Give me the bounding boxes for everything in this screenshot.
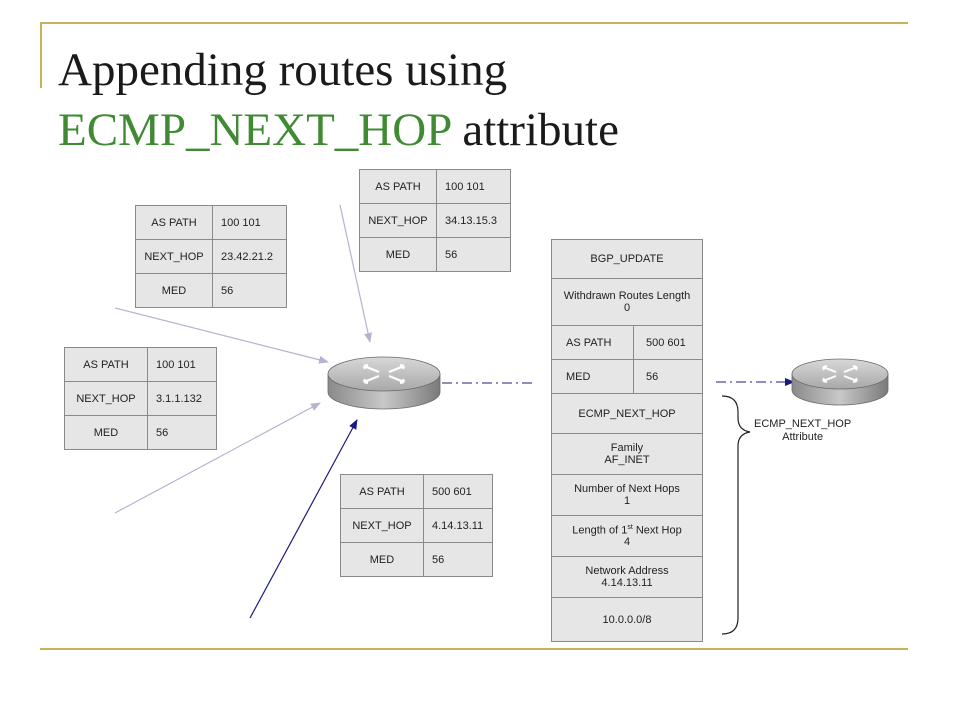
- arrow-from-t4: [249, 419, 358, 619]
- as-path-value: 100 101: [147, 347, 217, 382]
- as-path-value: 500 601: [423, 474, 493, 509]
- ecmp-attribute-annotation: ECMP_NEXT_HOP Attribute: [754, 418, 852, 443]
- next-hop-label: NEXT_HOP: [359, 203, 437, 238]
- med-value: 56: [212, 273, 287, 308]
- next-hop-value: 34.13.15.3: [436, 203, 511, 238]
- slide-title: Appending routes using ECMP_NEXT_HOP att…: [58, 44, 619, 156]
- bgp-update-header: BGP_UPDATE: [552, 240, 702, 279]
- med-label: MED: [64, 415, 148, 450]
- as-path-label: AS PATH: [64, 347, 148, 382]
- left-rule: [40, 22, 42, 88]
- router-icon: [327, 356, 441, 410]
- next-hop-value: 23.42.21.2: [212, 239, 287, 274]
- med-value: 56: [147, 415, 217, 450]
- as-path-label: AS PATH: [135, 205, 213, 240]
- ecmp-brace: [721, 395, 751, 635]
- top-rule: [40, 22, 908, 24]
- med-value: 56: [423, 542, 493, 577]
- med-value: 56: [436, 237, 511, 272]
- next-hop-label: NEXT_HOP: [64, 381, 148, 416]
- as-path-label: AS PATH: [359, 169, 437, 204]
- as-path-value: 100 101: [436, 169, 511, 204]
- next-hop-label: NEXT_HOP: [340, 508, 424, 543]
- ecmp-next-hop-field: ECMP_NEXT_HOP: [552, 394, 702, 434]
- destination-router-icon: [791, 358, 889, 406]
- bottom-rule: [40, 648, 908, 650]
- as-path-label: AS PATH: [340, 474, 424, 509]
- arrow-from-t3: [114, 402, 321, 514]
- next-hop-label: NEXT_HOP: [135, 239, 213, 274]
- arrow-from-t2: [114, 307, 329, 364]
- med-label: MED: [135, 273, 213, 308]
- as-path-value: 100 101: [212, 205, 287, 240]
- med-label: MED: [359, 237, 437, 272]
- med-label: MED: [340, 542, 424, 577]
- prefix-field: 10.0.0.0/8: [602, 613, 652, 626]
- next-hop-length-field: Length of 1st Next Hop 4: [552, 516, 702, 557]
- title-attribute-name: ECMP_NEXT_HOP: [58, 104, 451, 156]
- next-hop-value: 4.14.13.11: [423, 508, 493, 543]
- next-hop-value: 3.1.1.132: [147, 381, 217, 416]
- arrow-from-t1: [339, 204, 372, 343]
